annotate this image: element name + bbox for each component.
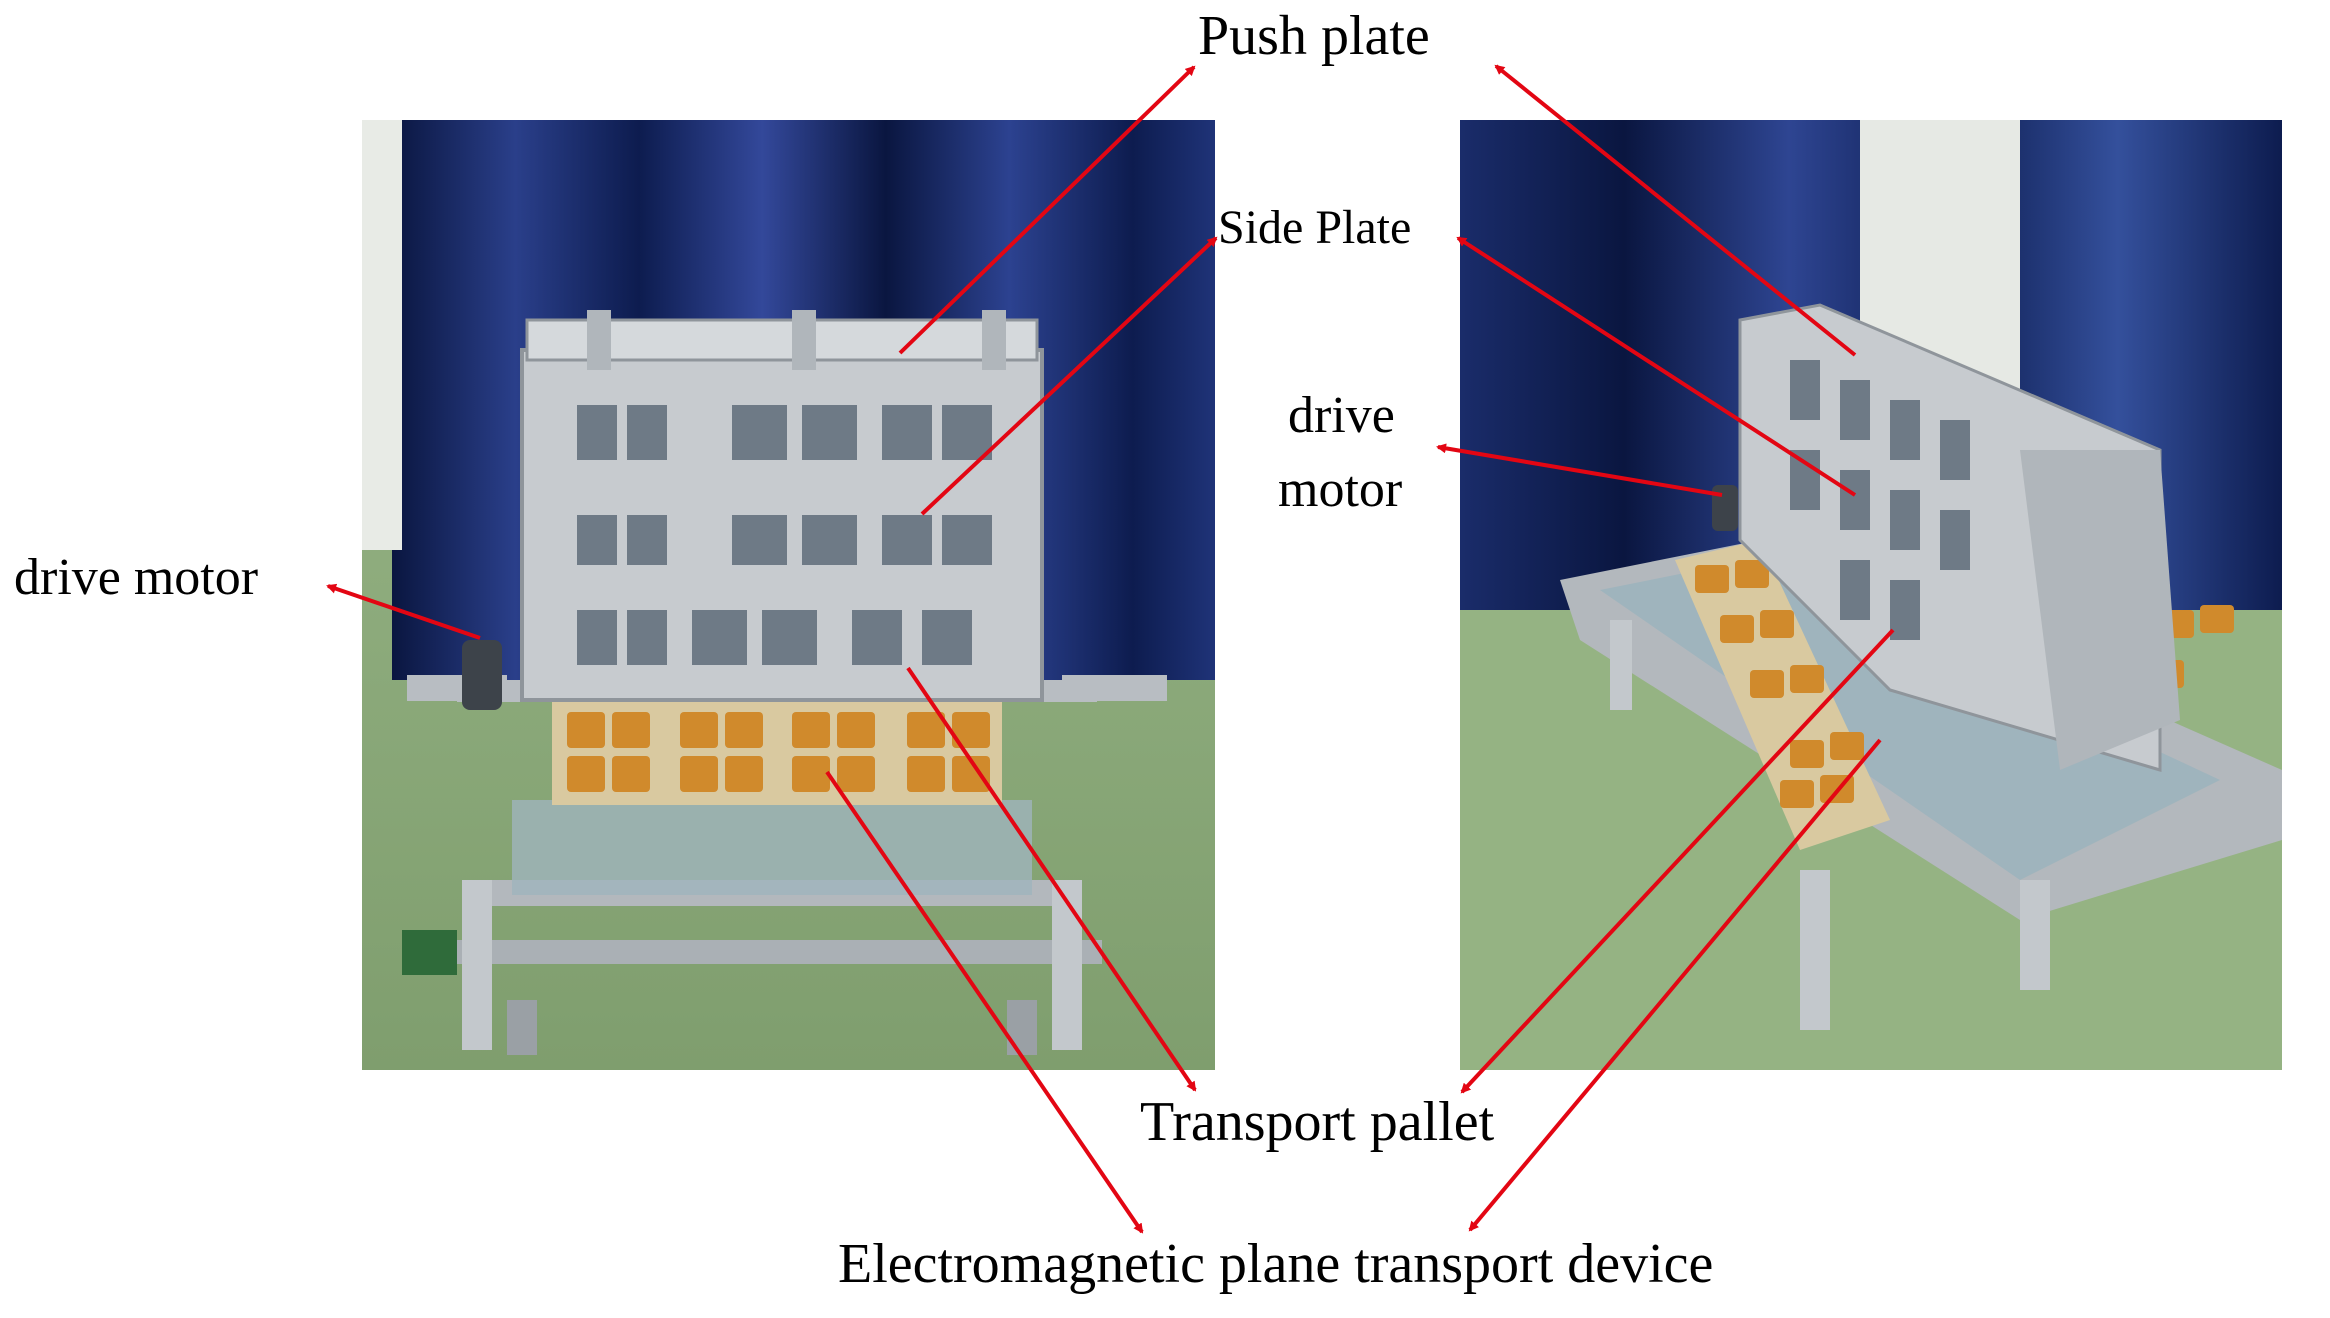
- arrow-drive-motor-right: [1436, 443, 1723, 497]
- label-transport-pallet: Transport pallet: [1140, 1091, 1495, 1153]
- label-push-plate: Push plate: [1198, 5, 1430, 67]
- arrow-push-plate-right: [1494, 64, 1857, 357]
- label-drive-motor-left: drive motor: [14, 549, 259, 606]
- arrow-push-plate-left: [898, 65, 1196, 355]
- device-front-photo-icon: [362, 120, 1215, 1070]
- arrow-drive-motor-left: [326, 583, 481, 640]
- device-perspective-photo-icon: [1460, 120, 2282, 1070]
- arrow-transport-pallet-left: [906, 666, 1197, 1092]
- label-side-plate: Side Plate: [1218, 201, 1412, 254]
- arrow-transport-pallet-right: [1460, 628, 1895, 1094]
- arrow-electromagnetic-left: [825, 770, 1144, 1234]
- arrow-electromagnetic-right: [1468, 738, 1882, 1232]
- arrow-side-plate-right: [1456, 236, 1857, 497]
- label-drive-motor-right-line2: motor: [1278, 461, 1403, 518]
- arrow-side-plate-left: [920, 236, 1218, 516]
- right-photo: [1460, 120, 2282, 1070]
- label-electromagnetic-device: Electromagnetic plane transport device: [838, 1233, 1714, 1295]
- label-drive-motor-right-line1: drive: [1288, 387, 1395, 444]
- left-photo: [362, 120, 1215, 1070]
